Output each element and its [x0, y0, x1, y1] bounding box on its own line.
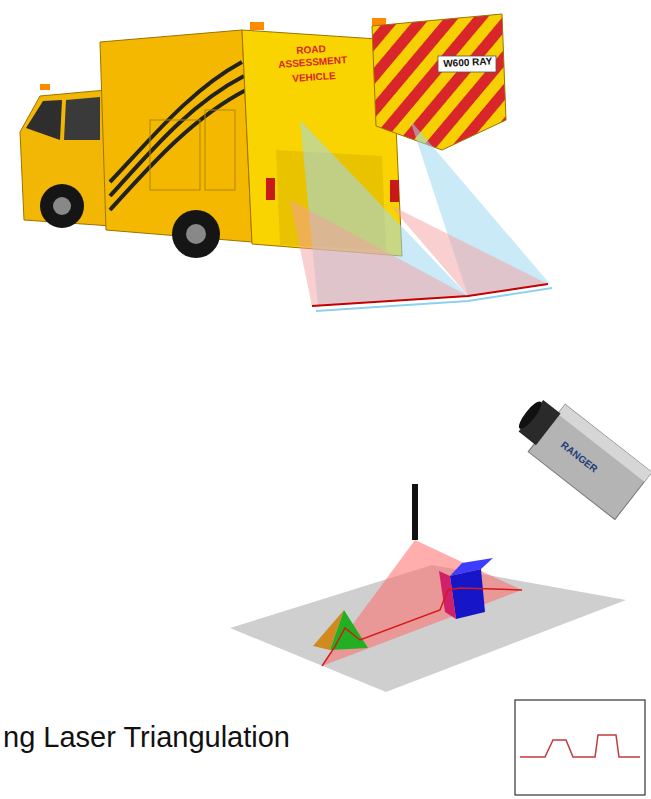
- camera-part: [558, 404, 651, 481]
- vehicle-lettering: VEHICLE: [292, 71, 336, 84]
- profile-inset-part: [515, 700, 645, 795]
- vehicle-part: [250, 22, 264, 30]
- camera-part: [516, 399, 545, 432]
- triangulation-scene-part: [412, 484, 418, 540]
- vehicle-part: [110, 76, 244, 196]
- vehicle-part: [150, 120, 200, 190]
- vehicle-part: [266, 178, 275, 200]
- triangulation-scene-part: [439, 571, 456, 619]
- triangulation-scene-part: [322, 540, 522, 666]
- vehicle-part: [26, 100, 62, 140]
- number-plate: W600 RAY: [443, 56, 493, 69]
- vehicle-part: [40, 184, 84, 228]
- camera: [508, 388, 651, 519]
- triangulation-scene-part: [450, 569, 485, 619]
- vehicle-part: [110, 90, 246, 210]
- vehicle-part: [20, 90, 112, 226]
- vehicle-part: [40, 84, 50, 90]
- vehicle-lettering: ASSESSMENT: [278, 55, 347, 70]
- vehicle-part: [390, 180, 399, 202]
- vehicle-part: [372, 14, 506, 150]
- profile-inset-part: [520, 735, 640, 757]
- profile-inset: [515, 700, 645, 795]
- laser-fans-part: [316, 288, 552, 311]
- caption: ng Laser Triangulation: [3, 722, 290, 754]
- vehicle-part: [186, 224, 206, 244]
- triangulation-scene-part: [322, 588, 522, 666]
- vehicle-part: [53, 197, 71, 215]
- vehicle-part: [205, 110, 235, 190]
- vehicle-part: [110, 62, 242, 182]
- vehicle-part: [64, 97, 100, 140]
- vehicle-part: [100, 30, 252, 242]
- vehicle: [20, 14, 506, 258]
- laser-fans-part: [390, 205, 548, 296]
- vehicle-lettering: ROAD: [296, 44, 326, 56]
- vehicle-part: [172, 210, 220, 258]
- triangulation-scene: [230, 484, 626, 692]
- camera-brand: RANGER: [559, 440, 599, 475]
- vehicle-part: [438, 56, 496, 72]
- laser-fans: [290, 120, 552, 311]
